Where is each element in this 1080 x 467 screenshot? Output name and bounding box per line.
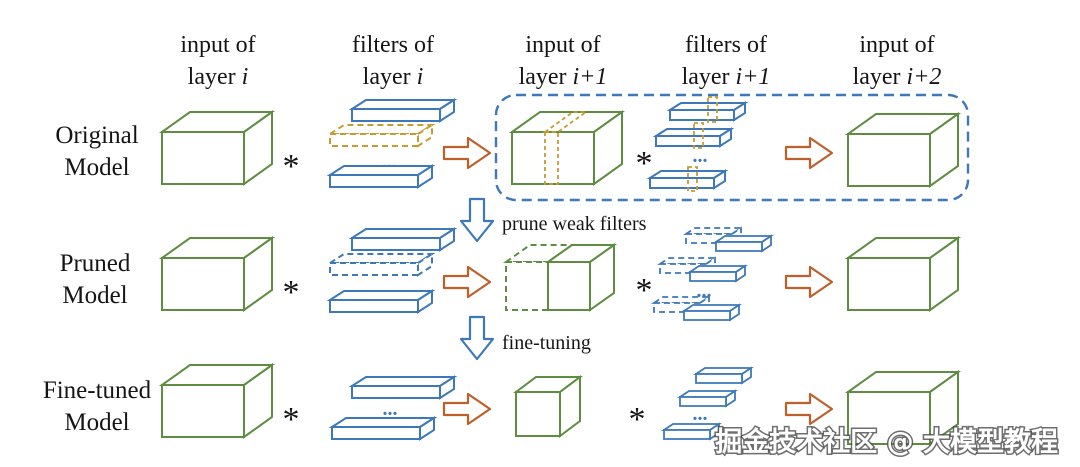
header-filters-layer-i: filters of: [352, 32, 434, 58]
weak-feature-map-slice-top-dashed: [542, 111, 589, 133]
original-filter-bar: [329, 165, 433, 188]
watermark: 掘金技术社区 @ 大模型教程: [715, 426, 1058, 458]
original-input-layer-i-box: [161, 111, 273, 185]
row-label-original-1: Original: [55, 122, 138, 149]
conv-result-arrow-icon: [442, 265, 492, 299]
weak-channel-band-dashed: [687, 166, 698, 192]
header-input-layer-i1: input of: [525, 32, 600, 58]
row-label-pruned-2: Model: [62, 282, 127, 309]
row-labels: Original Model Pruned Model Fine-tuned M…: [43, 122, 152, 436]
finetune-down-arrow-icon: [459, 315, 495, 361]
row-original-model: * ... * ...: [161, 96, 959, 192]
conv-result-arrow-icon: [784, 392, 834, 426]
finetuned-input-layer-i-box: [161, 364, 273, 438]
prune-step-label: prune weak filters: [502, 213, 647, 235]
row-label-original-2: Model: [64, 154, 129, 181]
original-input-layer-i1-box: [511, 111, 623, 185]
header-input-layer-i2: input of: [859, 32, 934, 58]
pruned-input-layer-i2-box: [847, 237, 959, 311]
row-finetuned-model: * ... * ...: [161, 364, 959, 445]
header-input-layer-i: input of: [180, 32, 255, 58]
conv-result-arrow-icon: [442, 392, 492, 426]
ellipsis: ...: [693, 403, 708, 425]
pruned-filter-bar: [329, 290, 433, 313]
pruned-next-filter-bar: [715, 235, 772, 252]
finetuned-next-filter-bar: [695, 367, 752, 384]
step-finetune: fine-tuning: [459, 315, 591, 361]
weak-channel-band-dashed: [707, 96, 718, 123]
pruned-next-filter-bar: [683, 304, 740, 321]
prune-down-arrow-icon: [459, 197, 495, 243]
pruned-input-layer-i-box: [161, 237, 273, 311]
conv-result-arrow-icon: [442, 136, 492, 170]
finetuned-input-layer-i1-box: [515, 376, 581, 437]
finetuned-next-filter-bar: [663, 423, 720, 440]
conv-result-arrow-icon: [784, 136, 834, 170]
original-input-layer-i2-box: [847, 113, 959, 187]
ellipsis: ...: [693, 145, 708, 167]
pruned-input-layer-i1-box: [547, 244, 615, 311]
finetuned-filter-bar: [351, 376, 455, 399]
ellipsis: ...: [383, 398, 398, 420]
convolution-operator: *: [283, 148, 300, 185]
pruned-filter-bar: [351, 228, 455, 251]
convolution-operator: *: [629, 401, 646, 438]
original-filter-bar: [351, 99, 455, 122]
finetune-step-label: fine-tuning: [502, 332, 591, 354]
pruning-scope-dashed-region: [494, 93, 970, 202]
weak-channel-band-dashed: [693, 122, 704, 149]
pruned-next-filter-bar: [689, 265, 746, 282]
convolution-operator: *: [636, 272, 653, 309]
convolution-operator: *: [636, 145, 653, 182]
conv-result-arrow-icon: [784, 265, 834, 299]
finetuned-next-filter-bar: [679, 390, 736, 407]
convolution-operator: *: [283, 401, 300, 438]
row-label-pruned-1: Pruned: [60, 250, 131, 277]
row-label-finetuned-2: Model: [64, 409, 129, 436]
row-pruned-model: * ... * ...: [161, 227, 959, 321]
original-weak-filter-bar-dashed: [329, 124, 433, 147]
row-label-finetuned-1: Fine-tuned: [43, 377, 152, 404]
pruned-removed-filter-bar-dashed: [329, 253, 433, 276]
step-prune: prune weak filters: [459, 197, 647, 243]
header-filters-layer-i1: filters of: [685, 32, 767, 58]
finetuned-filter-bar: [331, 417, 435, 440]
convolution-operator: *: [283, 274, 300, 311]
